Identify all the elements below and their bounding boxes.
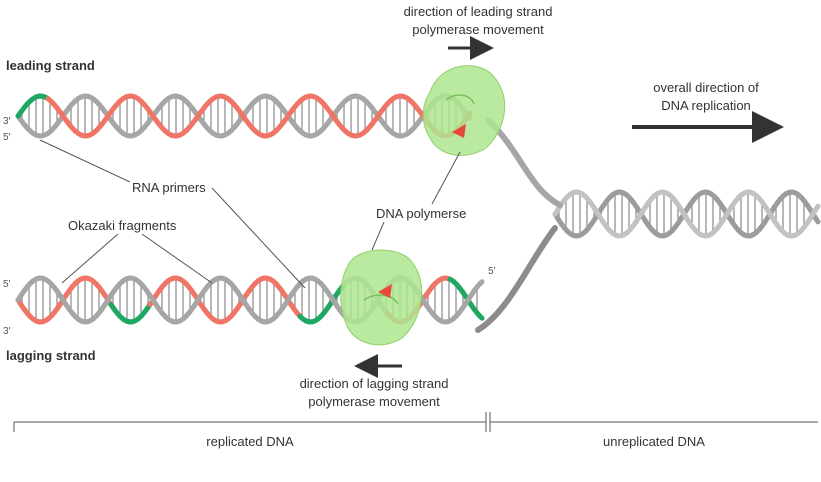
- bottom-5-prime-end-left: 5': [3, 279, 11, 290]
- polymerase-bottom: [340, 249, 423, 346]
- unreplicated-helix: [552, 189, 821, 239]
- overall-direction-label-1: overall direction of: [653, 80, 759, 95]
- dna-polymerase-label: DNA polymerse: [376, 206, 466, 221]
- lagging-direction-label-1: direction of lagging strand: [300, 376, 449, 391]
- bottom-3-prime-end-left: 3': [3, 326, 11, 337]
- polymerase-leader-top: [431, 151, 461, 205]
- leading-strand-label: leading strand: [6, 58, 95, 73]
- top-5-prime-end: 5': [3, 132, 11, 143]
- replicated-dna-label: replicated DNA: [206, 434, 294, 449]
- fork-lower-arm: [475, 225, 558, 333]
- overall-direction-label-2: DNA replication: [661, 98, 751, 113]
- bottom-5-prime-end-right: 5': [488, 266, 496, 277]
- polymerase-top: [422, 65, 506, 156]
- leading-direction-label-1: direction of leading strand: [404, 4, 553, 19]
- rna-primer-leader-top: [39, 139, 131, 183]
- rna-primer-leader-bottom: [211, 187, 306, 289]
- fork-upper-arm: [485, 117, 563, 208]
- rna-primers-label: RNA primers: [132, 180, 206, 195]
- leading-direction-label-2: polymerase movement: [412, 22, 544, 37]
- leading-strand-helix: [15, 93, 473, 139]
- replicated-bracket: [13, 412, 487, 432]
- top-3-prime-end: 3': [3, 116, 11, 127]
- okazaki-fragments-label: Okazaki fragments: [68, 218, 177, 233]
- lagging-strand-label: lagging strand: [6, 348, 96, 363]
- unreplicated-dna-label: unreplicated DNA: [603, 434, 705, 449]
- polymerase-leader-bottom: [371, 221, 385, 251]
- lagging-strand-b: [477, 279, 485, 287]
- okazaki-leader-right: [141, 233, 213, 284]
- parental-strand-b: [813, 203, 821, 212]
- lagging-strand-a: [477, 313, 485, 321]
- okazaki-leader-left: [61, 233, 119, 284]
- lagging-direction-label-2: polymerase movement: [308, 394, 440, 409]
- unreplicated-bracket: [489, 412, 818, 432]
- parental-strand-a: [813, 216, 821, 225]
